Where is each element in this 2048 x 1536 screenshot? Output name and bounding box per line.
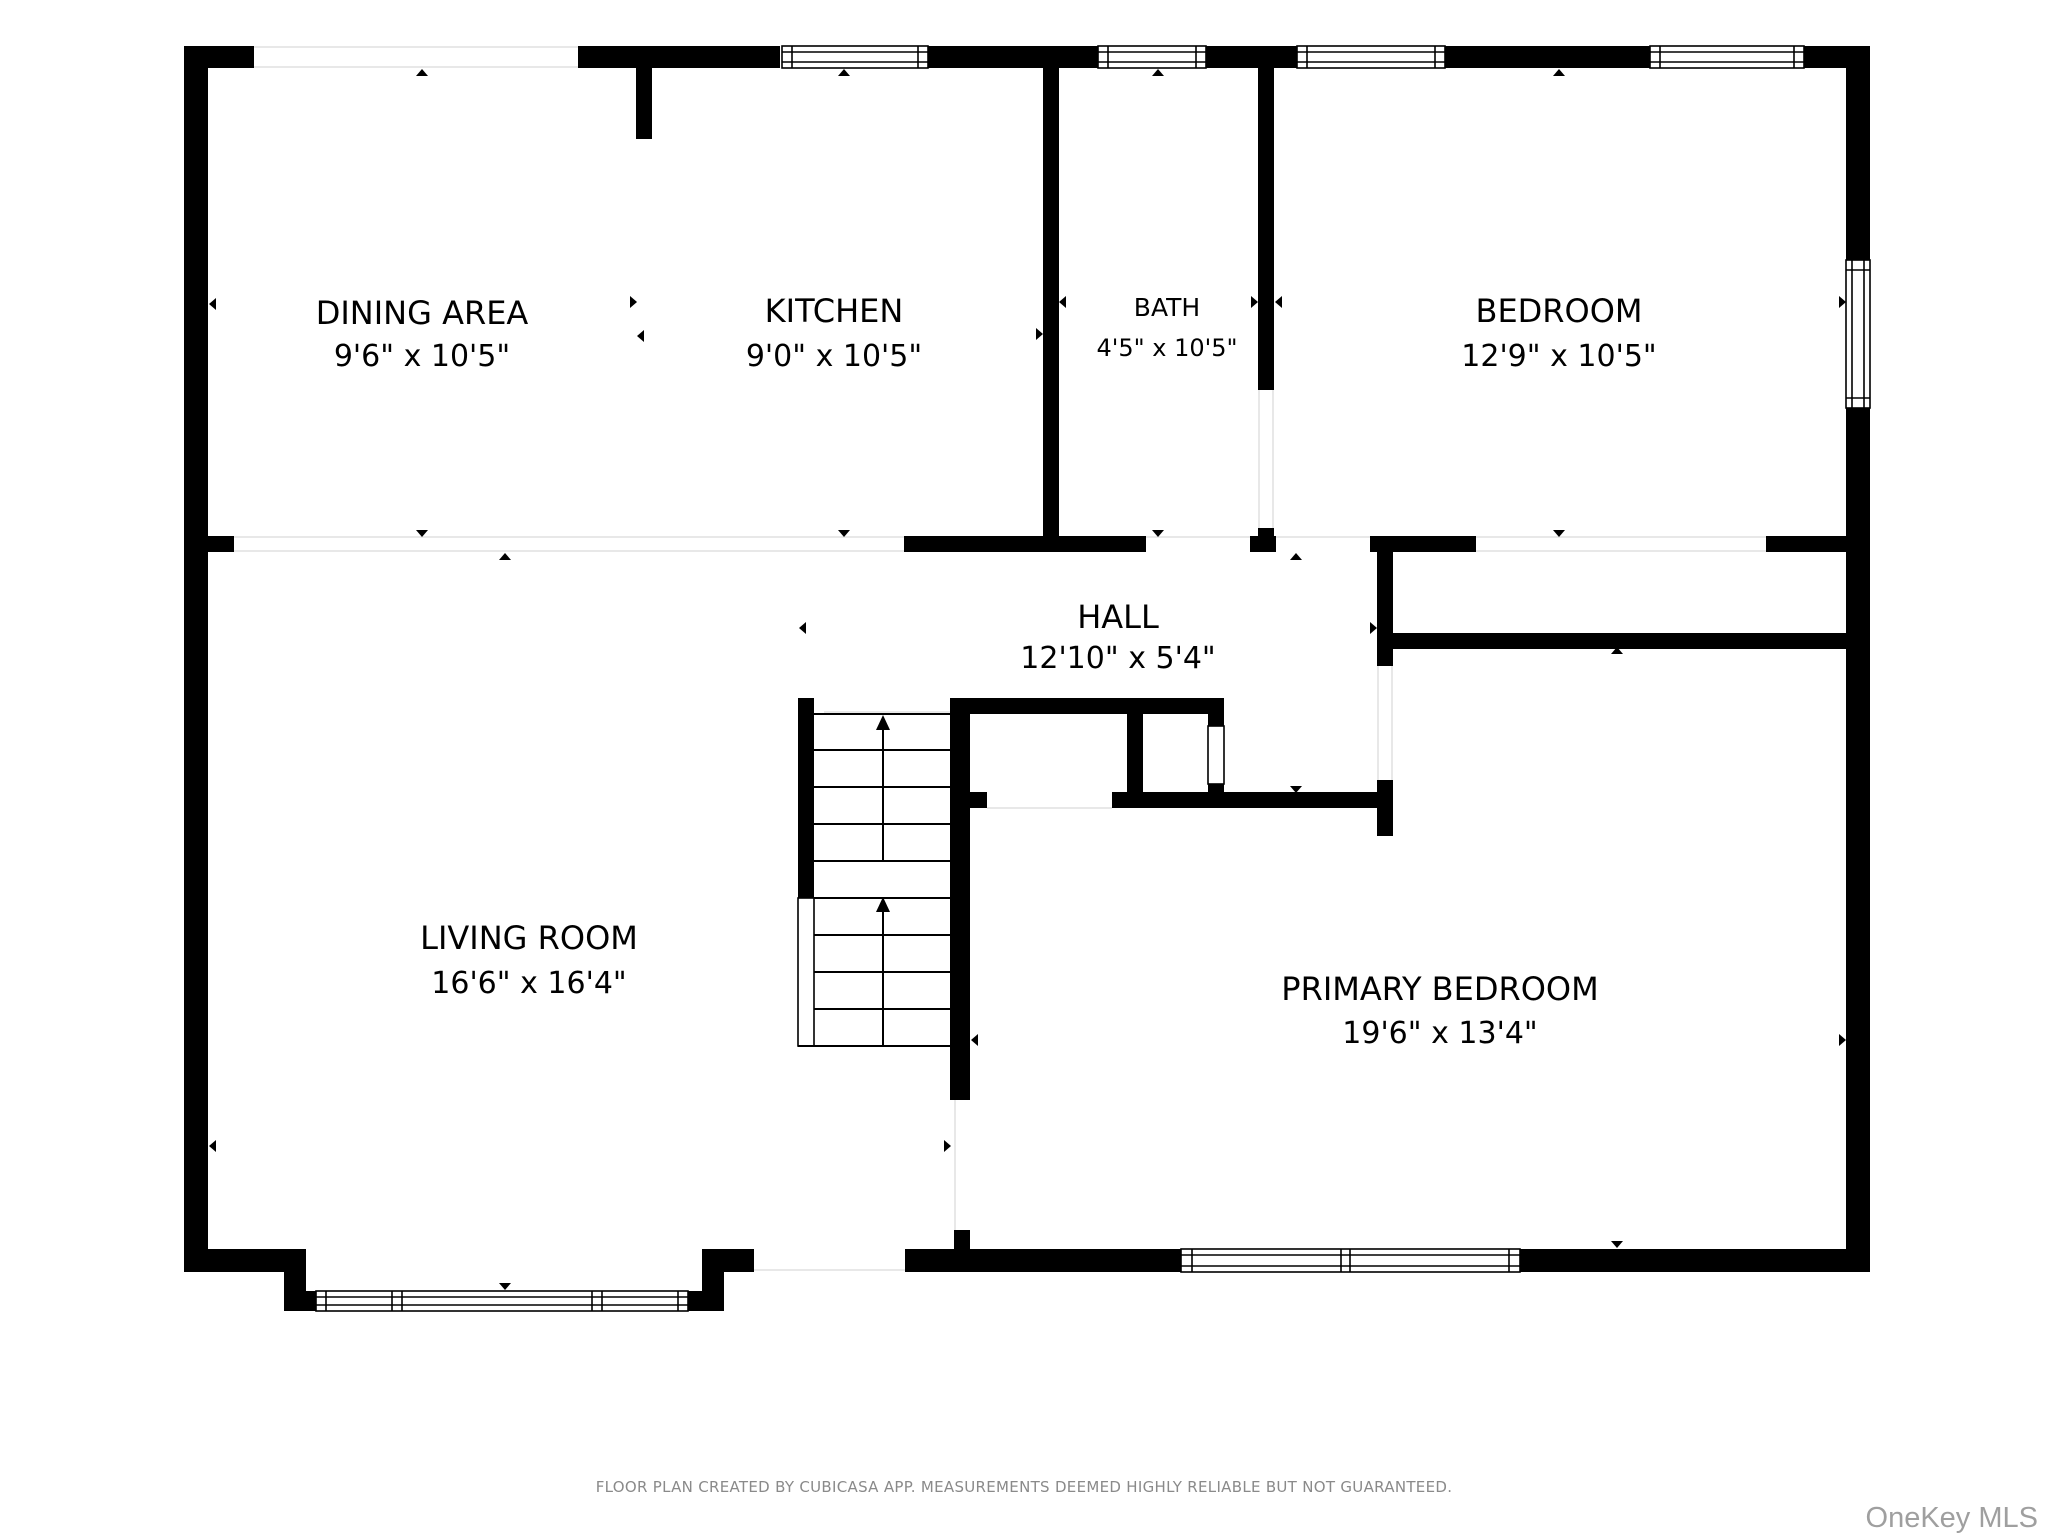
room-name-bedroom: BEDROOM [1475,292,1642,330]
room-name-primary: PRIMARY BEDROOM [1281,970,1598,1008]
room-name-hall: HALL [1077,598,1159,636]
room-name-living: LIVING ROOM [420,919,638,957]
windows [315,45,1871,1312]
room-dims-primary: 19'6" x 13'4" [1342,1016,1537,1051]
room-name-bath: BATH [1134,293,1200,322]
stair-up-arrow-icon [876,715,890,730]
room-dims-living: 16'6" x 16'4" [431,966,626,1001]
disclaimer-note: FLOOR PLAN CREATED BY CUBICASA APP. MEAS… [595,1478,1453,1496]
room-dims-dining: 9'6" x 10'5" [334,339,510,374]
openings [234,46,1766,1271]
room-labels: DINING AREA 9'6" x 10'5" KITCHEN 9'0" x … [316,292,1657,1051]
dimension-ticks [209,69,1846,1290]
stair-up-arrow-icon [876,897,890,912]
room-dims-bath: 4'5" x 10'5" [1096,334,1237,362]
walls [184,46,1870,1311]
room-name-dining: DINING AREA [316,294,529,332]
room-dims-bedroom: 12'9" x 10'5" [1461,339,1656,374]
room-dims-hall: 12'10" x 5'4" [1020,641,1215,676]
staircase [797,713,950,1047]
watermark: OneKey MLS [1865,1502,2038,1534]
room-dims-kitchen: 9'0" x 10'5" [746,339,922,374]
room-name-kitchen: KITCHEN [765,292,904,330]
